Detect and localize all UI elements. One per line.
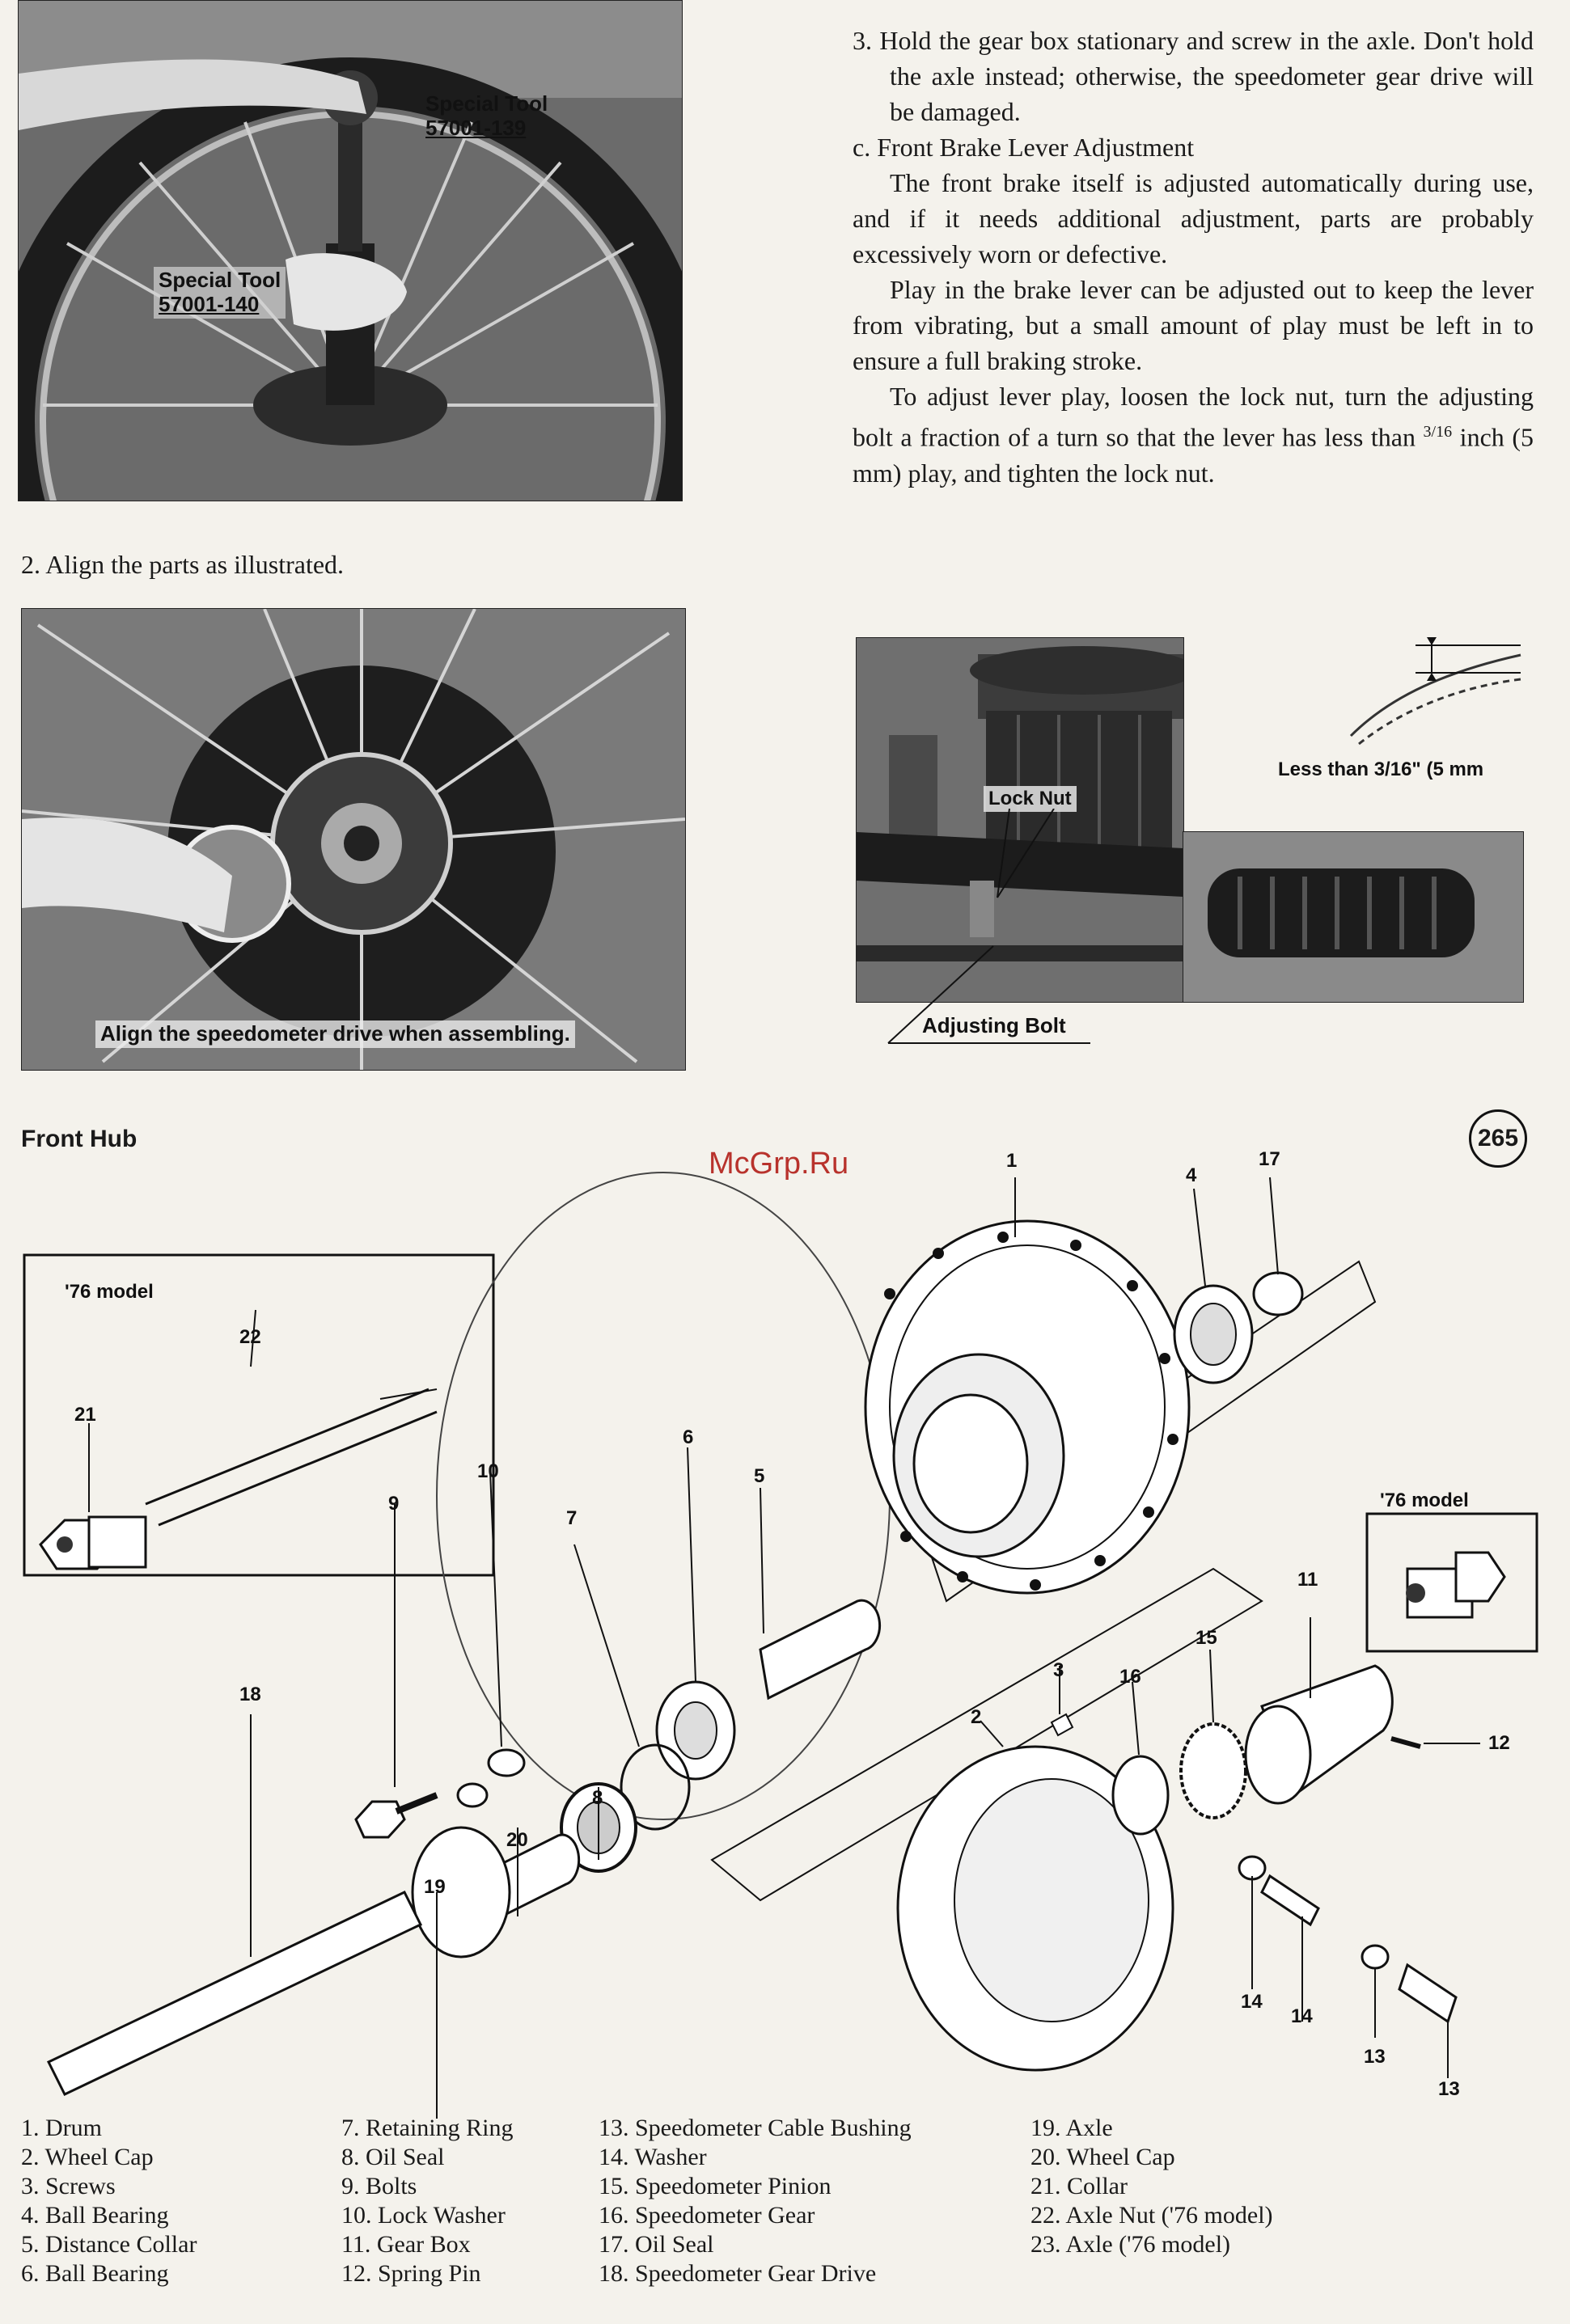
page-number: 265: [1477, 1125, 1519, 1151]
callout-6: 6: [683, 1426, 694, 1448]
callout-23: 22: [239, 1326, 261, 1348]
callout-4: 4: [1186, 1164, 1197, 1186]
legend-item: 4. Ball Bearing: [21, 2202, 169, 2229]
callout-5: 5: [754, 1465, 765, 1487]
callout-22: 21: [74, 1404, 96, 1426]
legend-item: 20. Wheel Cap: [1030, 2144, 1175, 2170]
photo-3-leader-lines: [887, 809, 1090, 1044]
photo-brake-lever: [856, 637, 1184, 1003]
model-76-label-left: '76 model: [65, 1281, 154, 1303]
callout-9: 9: [388, 1493, 400, 1515]
legend-item: 3. Screws: [21, 2173, 116, 2199]
callout-12: 12: [1488, 1732, 1510, 1754]
model-76-label-right: '76 model: [1380, 1489, 1469, 1511]
legend-item: 5. Distance Collar: [21, 2231, 197, 2258]
legend-item: 17. Oil Seal: [599, 2231, 714, 2258]
legend-item: 10. Lock Washer: [341, 2202, 506, 2229]
lock-nut-label: Lock Nut: [984, 786, 1077, 812]
callout-14-a: 14: [1241, 1991, 1263, 2013]
watermark: McGrp.Ru: [709, 1147, 849, 1181]
legend-item: 1. Drum: [21, 2115, 102, 2141]
model-76-inset-right: [1365, 1512, 1538, 1653]
step-3-text: 3. Hold the gear box stationary and scre…: [853, 26, 1534, 126]
legend-item: 22. Axle Nut ('76 model): [1030, 2202, 1273, 2229]
legend-item: 15. Speedometer Pinion: [599, 2173, 832, 2199]
tool-b-label: Special Tool 57001-140: [154, 267, 286, 319]
callout-2: 2: [971, 1706, 982, 1728]
callout-3: 3: [1053, 1659, 1064, 1681]
legend-item: 19. Axle: [1030, 2115, 1113, 2141]
front-hub-exploded-diagram: [23, 1172, 1538, 2119]
step-2-text: 2. Align the parts as illustrated.: [21, 550, 345, 579]
callout-10: 10: [477, 1460, 499, 1482]
tool-a-label: Special Tool 57001-139: [425, 91, 548, 140]
play-note-label: Less than 3/16" (5 mm: [1278, 758, 1484, 780]
callout-15: 14: [1291, 2005, 1313, 2027]
callout-21: 20: [506, 1829, 528, 1851]
photo-brake-lever-art: [857, 638, 1183, 1002]
lever-play-sketch: [1349, 637, 1521, 746]
legend-item: 16. Speedometer Gear: [599, 2202, 815, 2229]
legend-item: 7. Retaining Ring: [341, 2115, 514, 2141]
callout-13: 13: [1438, 2078, 1460, 2100]
speedometer-drive-caption: Align the speedometer drive when assembl…: [95, 1020, 575, 1048]
legend-col-4: 19. Axle 20. Wheel Cap 21. Collar 22. Ax…: [1030, 2114, 1273, 2259]
legend-item: 21. Collar: [1030, 2173, 1128, 2199]
front-hub-title: Front Hub: [21, 1126, 138, 1152]
legend-item: 9. Bolts: [341, 2173, 417, 2199]
legend-item: 13. Speedometer Cable Bushing: [599, 2115, 912, 2141]
page-number-badge: 265: [1469, 1109, 1527, 1168]
legend-item: 14. Washer: [599, 2144, 707, 2170]
callout-1: 1: [1006, 1150, 1018, 1172]
legend-item: 8. Oil Seal: [341, 2144, 445, 2170]
callout-17: 16: [1119, 1666, 1141, 1688]
callout-7: 7: [566, 1507, 578, 1529]
legend-item: 6. Ball Bearing: [21, 2260, 169, 2287]
callout-8: 8: [592, 1787, 603, 1809]
legend-col-1: 1. Drum 2. Wheel Cap 3. Screws 4. Ball B…: [21, 2114, 197, 2288]
photo-special-tool: [18, 0, 683, 501]
callout-16: 15: [1195, 1627, 1217, 1649]
photo-brake-grip-art: [1183, 832, 1523, 1002]
legend-item: 23. Axle ('76 model): [1030, 2231, 1231, 2258]
legend-item: 11. Gear Box: [341, 2231, 471, 2258]
callout-20: 19: [424, 1876, 446, 1898]
section-c-heading: c. Front Brake Lever Adjustment: [853, 133, 1195, 162]
paragraph-3: To adjust lever play, loosen the lock nu…: [853, 382, 1534, 488]
callout-11: 11: [1297, 1569, 1318, 1591]
callout-18: 17: [1259, 1148, 1280, 1170]
photo-brake-grip: [1183, 831, 1524, 1003]
legend-col-3: 13. Speedometer Cable Bushing 14. Washer…: [599, 2114, 912, 2288]
legend-item: 18. Speedometer Gear Drive: [599, 2260, 877, 2287]
callout-14-b: 13: [1364, 2046, 1386, 2068]
photo-speedometer-drive: [21, 608, 686, 1071]
adjusting-bolt-label: Adjusting Bolt: [922, 1013, 1066, 1037]
paragraph-2: Play in the brake lever can be adjusted …: [853, 275, 1534, 375]
photo-speedometer-drive-art: [22, 609, 685, 1070]
legend-col-2: 7. Retaining Ring 8. Oil Seal 9. Bolts 1…: [341, 2114, 514, 2288]
photo-special-tool-art: [19, 1, 682, 501]
paragraph-1: The front brake itself is adjusted autom…: [853, 168, 1534, 268]
legend-item: 2. Wheel Cap: [21, 2144, 154, 2170]
legend-item: 12. Spring Pin: [341, 2260, 481, 2287]
model-76-inset-left: [23, 1253, 495, 1577]
callout-19: 18: [239, 1684, 261, 1705]
instruction-text: 3. Hold the gear box stationary and scre…: [853, 23, 1534, 491]
